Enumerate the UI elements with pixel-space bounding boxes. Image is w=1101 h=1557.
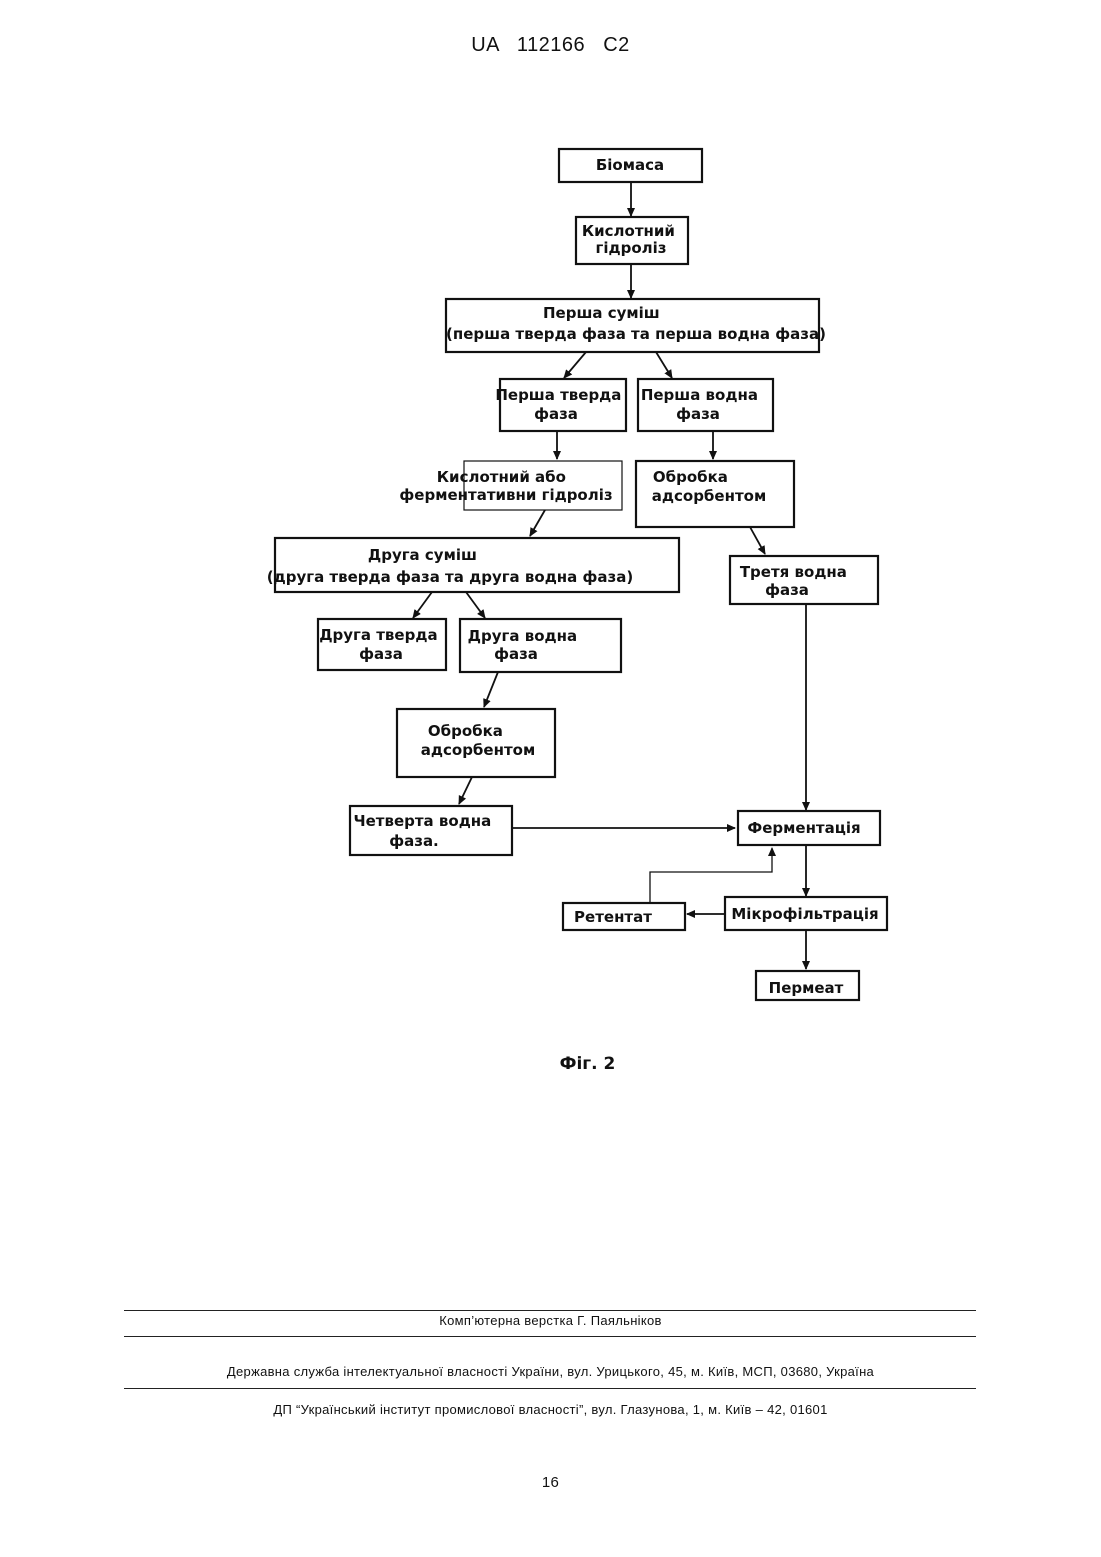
node-fermentation-label: Ферментація xyxy=(747,819,860,837)
node-acid-hydrolysis-label: Кислотний гідроліз xyxy=(582,222,680,257)
edge-second-mixture-to-second-aqueous xyxy=(466,592,485,618)
footer-agency-address: Державна служба інтелектуальної власност… xyxy=(0,1364,1101,1379)
edge-adsorbent-2-to-fourth-aqueous xyxy=(459,777,472,804)
footer-institute-address: ДП “Український інститут промислової вла… xyxy=(0,1402,1101,1417)
footer-rule-middle xyxy=(124,1336,976,1337)
footer-rule-bottom xyxy=(124,1388,976,1389)
node-biomass-label: Біомаса xyxy=(596,156,664,174)
edge-retentate-recycle-to-fermentation xyxy=(650,848,772,902)
figure-caption: Фіг. 2 xyxy=(0,1054,1101,1074)
edge-second-mixture-to-second-solid xyxy=(413,592,432,618)
edge-first-mixture-to-first-solid xyxy=(564,352,586,378)
node-retentate-label: Ретентат xyxy=(574,908,652,926)
node-permeate-label: Пермеат xyxy=(769,979,844,997)
footer-typesetting: Комп’ютерна верстка Г. Паяльніков xyxy=(0,1313,1101,1328)
edge-adsorbent-1-to-third-aqueous xyxy=(750,527,765,554)
edge-hydrolysis-2-to-second-mixture xyxy=(530,510,545,536)
edge-second-aqueous-to-adsorbent-2 xyxy=(484,672,498,707)
footer-rule-top xyxy=(124,1310,976,1311)
edge-first-mixture-to-first-aqueous xyxy=(656,352,672,378)
flow-labels: Біомаса Кислотний гідроліз Перша суміш (… xyxy=(267,156,879,997)
node-microfiltration-label: Мікрофільтрація xyxy=(731,905,878,923)
page-number: 16 xyxy=(0,1474,1101,1491)
